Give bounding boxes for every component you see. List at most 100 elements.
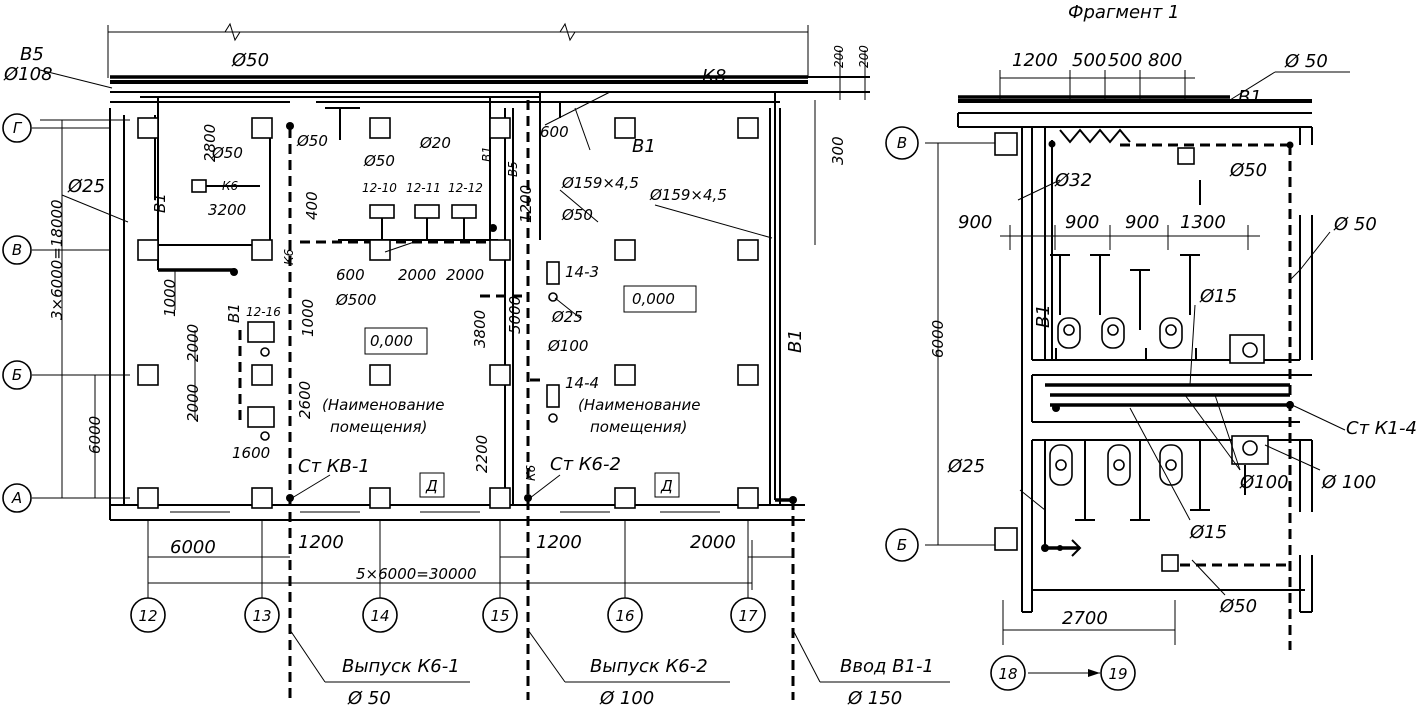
label-d100-mid: Ø100: [547, 337, 588, 355]
label-d2600: 2600: [296, 381, 314, 419]
fragment-column-axis-label: 18: [998, 665, 1017, 683]
dim-bottom-6000: 6000: [170, 537, 216, 558]
column-13-А: [251, 487, 273, 509]
column-14-В: [369, 239, 391, 261]
column-13-Б: [251, 364, 273, 386]
column-axis-bubble-14: [362, 597, 398, 633]
d-mark-1: Д: [425, 477, 438, 495]
frag-label-stk14: Ст К1-4: [1346, 418, 1417, 439]
fragment-dim-mid: 900: [1125, 212, 1159, 233]
column-axis-label: 12: [138, 607, 157, 625]
frag-label-d50-a: Ø50: [1229, 160, 1267, 181]
d-mark-2: Д: [660, 477, 673, 495]
fixture-12-11: 12-11: [406, 181, 441, 195]
dim-bottom-2000: 2000: [690, 532, 736, 553]
fragment-arrow: [1028, 669, 1100, 677]
label-d50-top: Ø50: [231, 50, 269, 71]
frag-dim-6000: 6000: [929, 320, 947, 358]
fragment-fixtures-upper: [1050, 180, 1265, 364]
label-d2200: 2200: [473, 435, 491, 473]
label-k8: К8: [702, 66, 726, 87]
label-d3800: 3800: [471, 310, 489, 348]
room-name-2a: (Наименование: [578, 396, 700, 414]
fragment-walls: [957, 99, 1313, 613]
label-d159a: Ø159×4,5: [561, 174, 639, 192]
label-d20: Ø20: [419, 134, 451, 152]
fragment-column-axis-label: 19: [1108, 665, 1127, 683]
label-b5-top: В5: [20, 44, 44, 65]
frag-label-d15-b: Ø15: [1189, 522, 1227, 543]
column-axis-label: 13: [252, 607, 271, 625]
column-13-Г: [251, 117, 273, 139]
label-d2000d: 2000: [446, 266, 484, 284]
column-16-Г: [614, 117, 636, 139]
fragment-dim-mid: 900: [958, 212, 992, 233]
column-16-А: [614, 487, 636, 509]
level-box-2: [623, 285, 697, 313]
fragment-dim-top: 500: [1072, 50, 1106, 71]
label-d25-left: Ø25: [67, 176, 105, 197]
fragment-title: Фрагмент 1: [1068, 2, 1180, 23]
column-12-Г: [137, 117, 159, 139]
label-d5000: 5000: [506, 296, 524, 334]
fragment-dim-top: 1200: [1012, 50, 1058, 71]
label-d159b: Ø159×4,5: [649, 186, 727, 204]
label-d1200v: 1200: [517, 185, 535, 223]
column-14-А: [369, 487, 391, 509]
column-axis-label: 16: [615, 607, 634, 625]
dim-right-200b: 200: [857, 45, 871, 68]
level-2: 0,000: [632, 290, 675, 308]
dim-left-6000: 6000: [86, 416, 104, 454]
right-dimensions: [814, 50, 866, 245]
label-b5-mid: В5: [506, 161, 520, 177]
label-d400: 400: [303, 191, 321, 220]
d-box-1: [419, 472, 445, 498]
label-leaders: [39, 69, 773, 499]
column-17-Б: [737, 364, 759, 386]
top-dimension-break-line: [107, 22, 809, 78]
fragment-1: Фрагмент 1: [885, 2, 1417, 691]
row-axis-bubble-Г: [2, 113, 32, 143]
fragment-row-axis-bubble-Б: [885, 528, 919, 562]
column-axis-bubble-17: [730, 597, 766, 633]
dim-left-1000: 1000: [161, 279, 179, 317]
column-12-В: [137, 239, 159, 261]
frag-label-b1-v: В1: [1033, 304, 1054, 328]
frag-label-d100-a: Ø100: [1239, 472, 1289, 493]
level-box-1: [364, 327, 428, 355]
outlet-k6-2-title: Выпуск К6-2: [590, 656, 708, 677]
column-14-Б: [369, 364, 391, 386]
label-d1600: 1600: [232, 444, 270, 462]
fragment-fixtures-lower: [1049, 435, 1269, 521]
dim-left-2000b: 2000: [184, 384, 202, 422]
frag-label-d32: Ø32: [1054, 170, 1092, 191]
outlet-k6-1-title: Выпуск К6-1: [342, 656, 460, 677]
column-axis-label: 14: [370, 607, 389, 625]
sewer-lines: [238, 100, 795, 700]
column-12-А: [137, 487, 159, 509]
row-axis-bubble-А: [2, 483, 32, 513]
row-axis-label: Г: [13, 119, 23, 137]
label-d50-mid: Ø50: [363, 152, 395, 170]
stacks: [230, 122, 797, 504]
dim-right-300: 300: [829, 136, 847, 165]
label-d500: Ø500: [335, 291, 376, 309]
column-axis-bubble-12: [130, 597, 166, 633]
frag-label-d50-c: Ø50: [1219, 596, 1257, 617]
column-17-Г: [737, 117, 759, 139]
label-b1-left: В1: [151, 193, 169, 213]
row-axis-bubble-Б: [2, 360, 32, 390]
label-d50-room: Ø50: [211, 144, 243, 162]
fixture-12-16: 12-16: [246, 305, 281, 319]
inlet-b1-1-diameter: Ø 150: [847, 688, 902, 708]
fixture-14-4: 14-4: [565, 374, 599, 392]
row-axis-label: Б: [12, 366, 22, 384]
column-17-В: [737, 239, 759, 261]
dim-left-2000a: 2000: [184, 324, 202, 362]
row-axis-label: В: [12, 241, 22, 259]
fragment-row-axis-bubble-В: [885, 126, 919, 160]
column-13-В: [251, 239, 273, 261]
label-d2800: 2800: [201, 124, 219, 162]
